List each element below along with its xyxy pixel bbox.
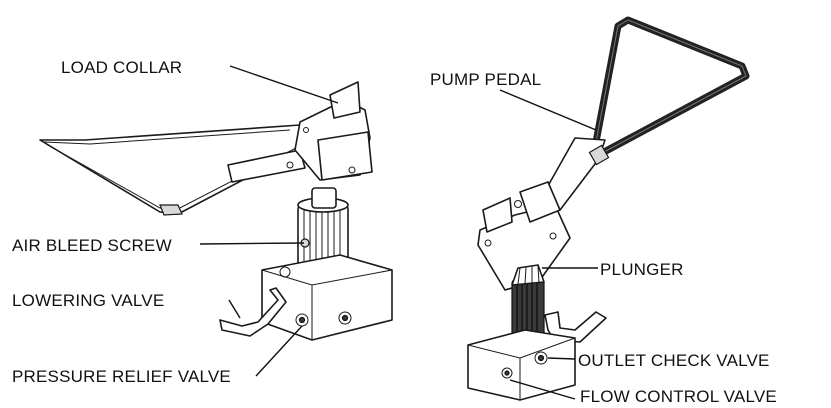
label-outlet-check-valve: OUTLET CHECK VALVE bbox=[578, 351, 770, 370]
leader-lines bbox=[199, 65, 598, 400]
label-plunger: PLUNGER bbox=[600, 260, 684, 279]
label-flow-control-valve: FLOW CONTROL VALVE bbox=[580, 387, 777, 406]
label-pump-pedal: PUMP PEDAL bbox=[430, 70, 541, 89]
outlet-check-valve-part bbox=[534, 351, 548, 365]
callout-labels: LOAD COLLAR AIR BLEED SCREW LOWERING VAL… bbox=[12, 58, 777, 406]
label-air-bleed-screw: AIR BLEED SCREW bbox=[12, 236, 172, 255]
pump-pedal-frame bbox=[592, 16, 750, 156]
label-load-collar: LOAD COLLAR bbox=[61, 58, 182, 77]
label-lowering-valve: LOWERING VALVE bbox=[12, 291, 164, 310]
right-base-block bbox=[467, 329, 576, 401]
lowering-valve-lever bbox=[219, 287, 287, 337]
label-pressure-relief-valve: PRESSURE RELIEF VALVE bbox=[12, 367, 231, 386]
right-pump-assembly bbox=[467, 16, 750, 401]
left-lever-arm bbox=[227, 149, 306, 183]
flow-control-valve-part bbox=[501, 367, 513, 379]
left-pump-assembly bbox=[39, 81, 393, 341]
